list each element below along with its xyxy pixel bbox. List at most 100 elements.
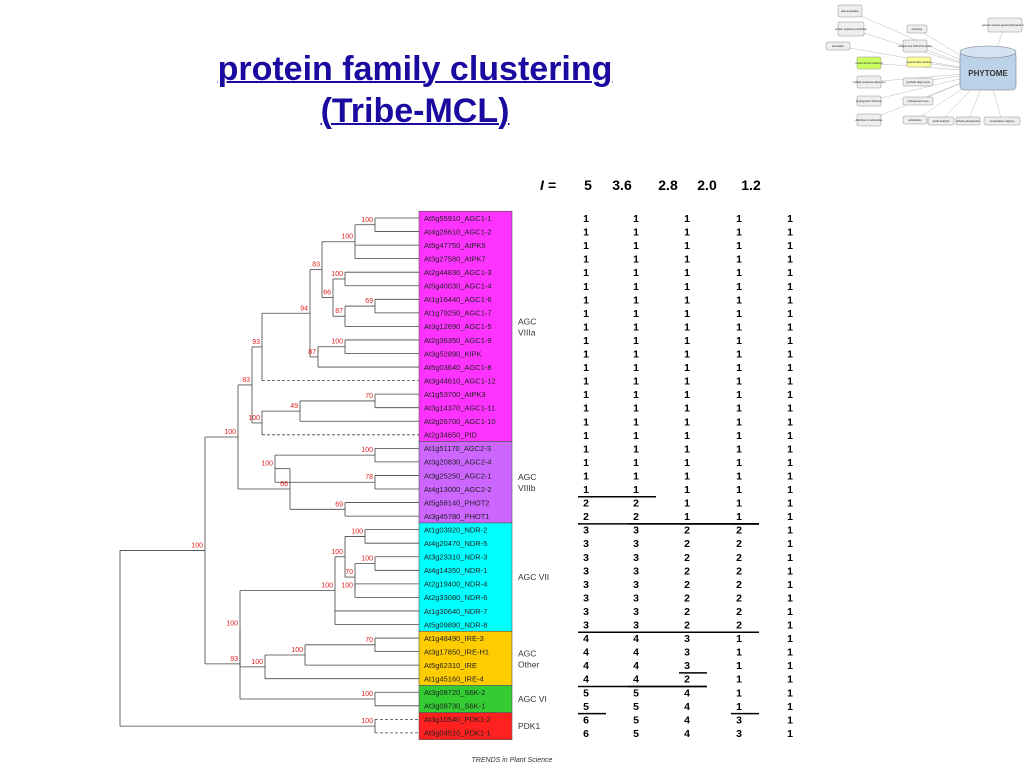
leaf-label: At2g34650_PID	[424, 431, 478, 440]
leaf-label: At3g52890_KIPK	[424, 349, 482, 358]
cluster-cell: 1	[736, 633, 742, 645]
cluster-cell: 6	[583, 714, 589, 726]
leaf-label: At3g45780_PHOT1	[424, 512, 489, 521]
bootstrap-value: 100	[248, 415, 260, 422]
bootstrap-value: 69	[335, 501, 343, 508]
cluster-cell: 2	[684, 606, 690, 618]
bootstrap-value: 100	[361, 217, 373, 224]
cluster-cell: 1	[633, 376, 639, 388]
cluster-cell: 1	[583, 484, 589, 496]
bootstrap-value: 100	[261, 461, 273, 468]
cluster-cell: 2	[684, 538, 690, 550]
leaf-label: At3g25250_AGC2-1	[424, 471, 492, 480]
cluster-cell: 1	[787, 565, 793, 577]
cluster-cell: 2	[736, 538, 742, 550]
cluster-cell: 1	[583, 403, 589, 415]
overview-box	[856, 95, 882, 107]
cluster-cell: 5	[633, 728, 639, 740]
cluster-cell: 1	[736, 443, 742, 455]
leaf-label: At3g12690_AGC1-5	[424, 322, 492, 331]
cluster-cell: 1	[633, 484, 639, 496]
bootstrap-value: 66	[323, 290, 331, 297]
cluster-cell: 1	[736, 701, 742, 713]
cluster-cell: 1	[736, 362, 742, 374]
bootstrap-value: 100	[361, 718, 373, 725]
cluster-cell: 1	[583, 294, 589, 306]
overview-box	[856, 75, 882, 89]
leaf-label: At2g19400_NDR-4	[424, 580, 487, 589]
cluster-cell: 4	[684, 687, 690, 699]
cluster-cell: 1	[684, 362, 690, 374]
cluster-cell: 4	[583, 633, 589, 645]
cluster-cell: 1	[583, 227, 589, 239]
bootstrap-value: 87	[308, 349, 316, 356]
group-box	[418, 712, 513, 740]
cluster-cell: 3	[583, 552, 589, 564]
overview-box-label: protein sequence prediction	[835, 27, 867, 31]
overview-box-label: protein family clustering	[855, 61, 883, 65]
cluster-cell: 2	[583, 511, 589, 523]
leaf-label: At3g10540_PDK1-2	[424, 715, 491, 724]
cluster-cell: 1	[736, 389, 742, 401]
overview-box	[902, 115, 928, 125]
cluster-cell: 1	[684, 511, 690, 523]
bootstrap-value: 49	[290, 403, 298, 410]
cluster-cell: 1	[787, 308, 793, 320]
cluster-cell: 1	[787, 511, 793, 523]
cluster-cell: 1	[684, 443, 690, 455]
overview-box	[906, 24, 928, 34]
cluster-cell: 2	[736, 579, 742, 591]
overview-box-label: annotation	[832, 44, 845, 48]
cluster-cell: 1	[787, 728, 793, 740]
cluster-cell: 1	[633, 362, 639, 374]
leaf-label: At5g03640_AGC1-8	[424, 363, 492, 372]
cluster-cell: 1	[583, 362, 589, 374]
cluster-cell: 3	[633, 606, 639, 618]
leaf-label: At5g62310_IRE	[424, 661, 477, 670]
leaf-label: At2g36350_AGC1-9	[424, 336, 492, 345]
cluster-cell: 1	[787, 227, 793, 239]
cluster-cell: 1	[736, 647, 742, 659]
cluster-cell: 3	[633, 579, 639, 591]
cluster-cell: 1	[684, 308, 690, 320]
cluster-cell: 3	[684, 647, 690, 659]
cluster-cell: 3	[736, 714, 742, 726]
cluster-cell: 4	[583, 660, 589, 672]
cluster-cell: 1	[736, 308, 742, 320]
cluster-cell: 4	[583, 647, 589, 659]
leaf-label: At5g04510_PDK1-1	[424, 729, 491, 738]
cluster-cell: 1	[787, 701, 793, 713]
group-label: VIIIb	[518, 483, 536, 493]
cluster-cell: 3	[633, 538, 639, 550]
leaf-label: At1g45160_IRE-4	[424, 675, 484, 684]
cluster-cell: 2	[684, 674, 690, 686]
cluster-cell: 1	[787, 674, 793, 686]
bootstrap-value: 100	[341, 234, 353, 241]
bootstrap-value: 70	[365, 393, 373, 400]
overview-box-label: subfamilies	[909, 118, 923, 122]
inflation-label: I =	[540, 177, 556, 193]
inflation-value: 2.0	[697, 177, 717, 193]
overview-box-label: superfamilies families	[907, 60, 932, 64]
cluster-cell: 1	[787, 660, 793, 672]
cluster-cell: 3	[633, 620, 639, 632]
cluster-cell: 1	[633, 389, 639, 401]
cluster-cell: 3	[633, 552, 639, 564]
bootstrap-value: 66	[280, 481, 288, 488]
cluster-cell: 2	[684, 565, 690, 577]
bootstrap-value: 78	[365, 474, 373, 481]
inflation-value: 1.2	[741, 177, 761, 193]
bootstrap-value: 100	[361, 447, 373, 454]
leaf-label: At1g30640_NDR-7	[424, 607, 487, 616]
cluster-cell: 1	[633, 308, 639, 320]
cluster-cell: 1	[684, 240, 690, 252]
overview-box	[955, 116, 981, 126]
cluster-cell: 1	[736, 687, 742, 699]
cluster-cell: 4	[633, 674, 639, 686]
cluster-cell: 1	[633, 457, 639, 469]
leaf-label: At3g20830_AGC2-4	[424, 458, 492, 467]
